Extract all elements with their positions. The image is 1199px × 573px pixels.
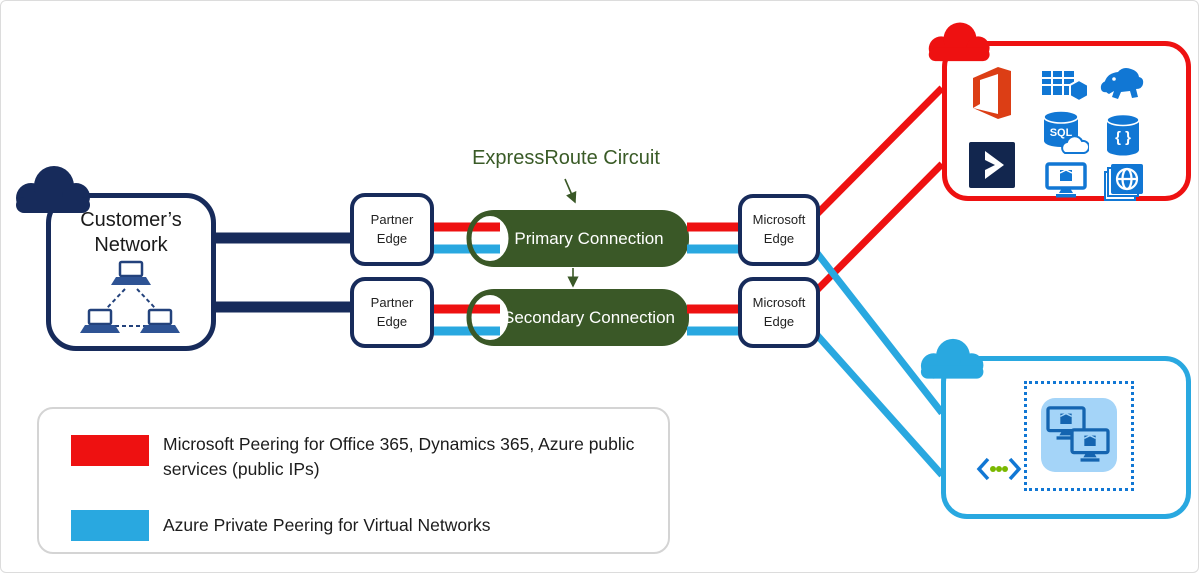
web-app-icon [1103,162,1145,202]
secondary-connection-cylinder [467,289,689,346]
virtual-machines-icon [1041,398,1117,472]
microsoft-edge-box-1: Microsoft Edge [738,194,820,266]
partner-edge-box-2: Partner Edge [350,277,434,348]
cylinder-opening-ring [466,211,514,266]
network-computers-icon [80,260,180,333]
expressroute-circuit-title: ExpressRoute Circuit [472,147,660,169]
customer-cloud-icon [9,161,99,221]
code-endpoint-icon [976,455,1022,483]
private-peering-diagonal [814,250,945,416]
microsoft-peering-diagonal [814,85,945,217]
microsoft-edge-label: Microsoft Edge [752,212,806,246]
label-arrow [564,178,577,204]
partner-edge-label: Partner Edge [370,211,414,246]
azure-cloud-icon [915,333,991,387]
virtual-network-box [941,356,1191,519]
dynamics-365-icon [969,142,1015,188]
private-peering-diagonal [814,332,945,478]
customer-network-box: Customer’s Network [46,193,216,351]
virtual-machine-icon [1045,162,1087,200]
partner-edge-box-1: Partner Edge [350,193,434,266]
document-db-icon: { } [1105,113,1141,156]
cylinder-opening-ring [466,290,514,345]
docdb-label: { } [1115,129,1131,146]
legend-swatch-private-peering [71,510,149,541]
microsoft-cloud-icon [923,17,997,69]
microsoft-services-box: SQL { } [942,41,1191,201]
vm-monitor-icon [1069,428,1111,464]
office-365-icon [965,64,1017,122]
legend-text-microsoft-peering: Microsoft Peering for Office 365, Dynami… [163,434,635,480]
primary-connection-cylinder [467,210,689,267]
microsoft-edge-box-2: Microsoft Edge [738,277,820,348]
table-storage-icon [1041,68,1089,106]
legend-text-private-peering: Azure Private Peering for Virtual Networ… [163,515,491,535]
partner-edge-label: Partner Edge [370,294,414,329]
sql-database-icon: SQL [1041,110,1091,156]
vm-monitor-icon [1045,406,1087,442]
microsoft-peering-diagonal [814,161,945,293]
customer-network-label: Customer’s Network [80,209,182,256]
hadoop-hdinsight-icon [1099,64,1145,102]
primary-connection-label: Primary Connection [514,229,663,248]
microsoft-edge-label: Microsoft Edge [752,294,806,329]
secondary-connection-label: Secondary Connection [503,308,675,327]
sql-label: SQL [1050,127,1073,139]
legend: Microsoft Peering for Office 365, Dynami… [37,407,670,554]
legend-swatch-microsoft-peering [71,435,149,466]
vnet-subnet-boundary [1024,381,1134,491]
